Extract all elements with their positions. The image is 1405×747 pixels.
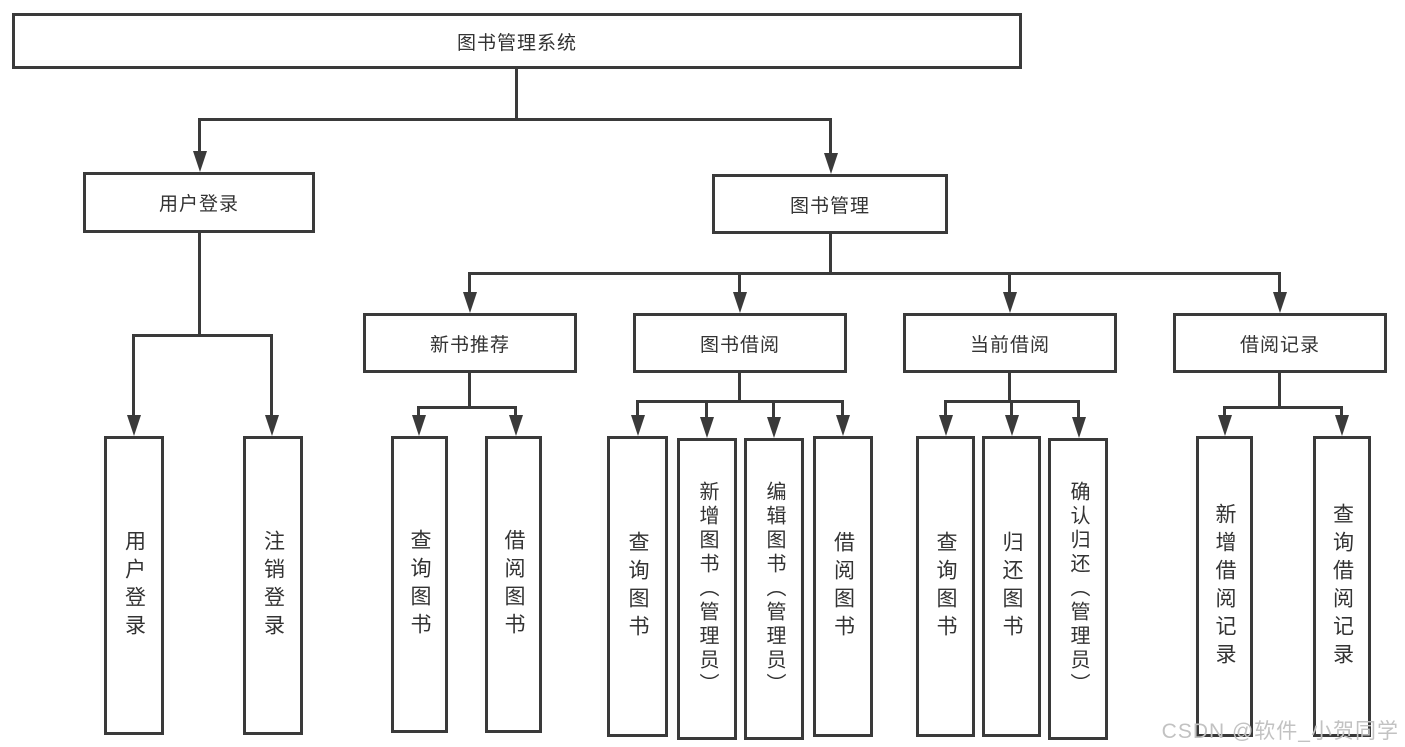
connector-book-borrowing-stub xyxy=(738,372,741,402)
node-new-book-recommendation: 新书推荐 xyxy=(363,313,577,373)
connector-drop-recommend-borrow xyxy=(514,406,517,420)
connector-drop-user-login xyxy=(198,118,201,154)
arrowhead-book-borrowing xyxy=(733,292,747,313)
connector-drop-borrow-books xyxy=(841,400,844,416)
arrowhead-user-login xyxy=(193,151,207,172)
leaf-recommend-query-books: 查询图书 xyxy=(391,436,448,733)
connector-root-stub xyxy=(515,69,518,120)
connector-borrowing-records-rail xyxy=(1223,406,1343,409)
csdn-watermark: CSDN @软件_小贺同学 xyxy=(1161,720,1399,743)
connector-drop-borrowing-records xyxy=(1278,272,1281,294)
arrowhead-query-record xyxy=(1335,415,1349,436)
connector-drop-edit-books xyxy=(772,400,775,418)
connector-drop-return-books xyxy=(1010,400,1013,416)
leaf-current-query-books: 查询图书 xyxy=(916,436,975,737)
arrowhead-current-query xyxy=(939,415,953,436)
connector-borrowing-records-stub xyxy=(1278,372,1281,408)
node-book-borrowing: 图书借阅 xyxy=(633,313,847,373)
arrowhead-borrow-books xyxy=(836,415,850,436)
leaf-borrow-books: 借阅图书 xyxy=(813,436,873,737)
leaf-recommend-borrow-books: 借阅图书 xyxy=(485,436,542,733)
node-book-management: 图书管理 xyxy=(712,174,948,234)
connector-new-book-rail xyxy=(417,406,517,409)
arrowhead-return-books xyxy=(1005,415,1019,436)
connector-drop-add-books xyxy=(705,400,708,418)
arrowhead-current-borrowing xyxy=(1003,292,1017,313)
leaf-edit-books-admin: 编辑图书（管理员） xyxy=(744,438,804,740)
connector-user-login-stub xyxy=(198,233,201,336)
connector-drop-book-management xyxy=(829,118,832,156)
leaf-add-books-admin: 新增图书（管理员） xyxy=(677,438,737,740)
connector-book-borrowing-rail xyxy=(636,400,844,403)
connector-new-book-stub xyxy=(468,372,471,408)
connector-drop-new-book xyxy=(468,272,471,294)
connector-drop-add-record xyxy=(1223,406,1226,420)
node-user-login: 用户登录 xyxy=(83,172,315,233)
connector-drop-current-query xyxy=(944,400,947,416)
connector-drop-leaf-logout xyxy=(270,334,273,418)
node-library-management-system: 图书管理系统 xyxy=(12,13,1022,69)
arrowhead-leaf-user-login xyxy=(127,415,141,436)
arrowhead-recommend-query xyxy=(412,415,426,436)
leaf-confirm-return-admin: 确认归还（管理员） xyxy=(1048,438,1108,740)
connector-drop-current-borrowing xyxy=(1008,272,1011,294)
connector-book-management-stub xyxy=(829,233,832,274)
arrowhead-edit-books xyxy=(767,417,781,438)
leaf-return-books: 归还图书 xyxy=(982,436,1041,737)
leaf-user-login: 用户登录 xyxy=(104,436,164,735)
connector-drop-confirm-return xyxy=(1077,400,1080,418)
arrowhead-add-record xyxy=(1218,415,1232,436)
arrowhead-recommend-borrow xyxy=(509,415,523,436)
arrowhead-add-books xyxy=(700,417,714,438)
connector-drop-borrowing-query xyxy=(636,400,639,416)
leaf-add-borrow-record: 新增借阅记录 xyxy=(1196,436,1253,737)
arrowhead-confirm-return xyxy=(1072,417,1086,438)
connector-current-borrowing-stub xyxy=(1008,372,1011,402)
connector-drop-query-record xyxy=(1340,406,1343,420)
node-borrowing-records: 借阅记录 xyxy=(1173,313,1387,373)
leaf-logout: 注销登录 xyxy=(243,436,303,735)
leaf-query-borrow-record: 查询借阅记录 xyxy=(1313,436,1371,737)
connector-drop-book-borrowing xyxy=(738,272,741,294)
arrowhead-leaf-logout xyxy=(265,415,279,436)
arrowhead-borrowing-query xyxy=(631,415,645,436)
arrowhead-book-management xyxy=(824,153,838,174)
node-current-borrowing: 当前借阅 xyxy=(903,313,1117,373)
connector-level3-rail xyxy=(468,272,1281,275)
connector-drop-leaf-user-login xyxy=(132,334,135,418)
connector-drop-recommend-query xyxy=(417,406,420,420)
connector-level2-rail xyxy=(198,118,832,121)
leaf-borrowing-query-books: 查询图书 xyxy=(607,436,668,737)
arrowhead-new-book xyxy=(463,292,477,313)
arrowhead-borrowing-records xyxy=(1273,292,1287,313)
connector-user-login-rail xyxy=(132,334,273,337)
